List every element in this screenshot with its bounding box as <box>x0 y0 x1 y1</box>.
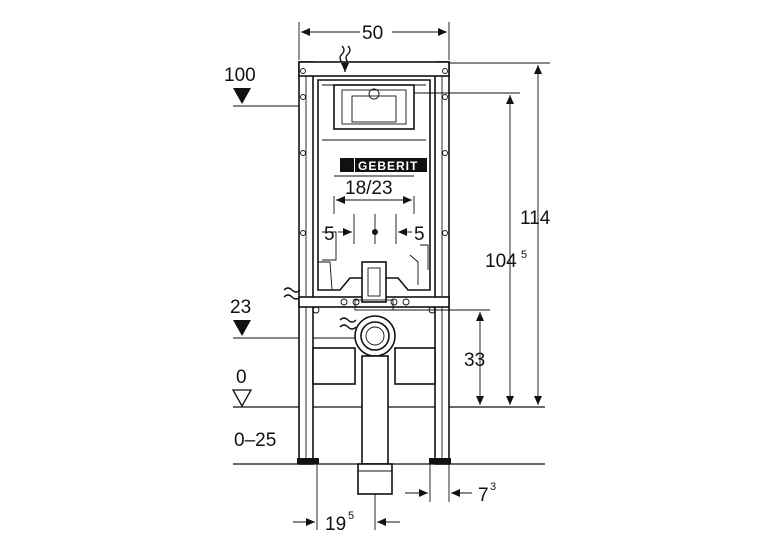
brand-badge <box>340 158 354 172</box>
left-foot <box>297 458 319 464</box>
dim-bottom-width-sup: 5 <box>348 510 354 522</box>
level-upper-label: 100 <box>224 65 256 86</box>
right-foot <box>429 458 451 464</box>
water-supply-side-icon <box>283 287 301 300</box>
water-supply-top-icon <box>339 45 351 72</box>
bottom-supports <box>312 347 436 385</box>
drain-connection <box>354 315 396 495</box>
cistern: GEBERIT <box>317 79 431 291</box>
pipe-wave-icon <box>339 317 357 330</box>
dim-offset-left-label: 5 <box>324 224 335 245</box>
level-floor-label: 0 <box>236 367 247 388</box>
level-upper-marker <box>233 88 251 104</box>
brand-label: GEBERIT <box>358 159 418 173</box>
level-middle-marker <box>233 320 251 336</box>
dim-width-label: 50 <box>362 23 383 44</box>
dim-drain-height-label: 33 <box>464 350 485 371</box>
level-middle-label: 23 <box>230 297 251 318</box>
dim-actuator-width-label: 18/23 <box>345 178 393 199</box>
frame <box>297 61 451 465</box>
level-floor-marker <box>231 389 253 408</box>
floor-range-label: 0–25 <box>234 430 276 451</box>
dim-actuator-height-label: 104 <box>485 251 517 272</box>
dim-total-height-label: 114 <box>520 208 551 229</box>
dim-bottom-width-label: 19 <box>325 514 346 535</box>
dim-drain-offset-label: 7 <box>478 485 489 506</box>
dim-drain-offset-sup: 3 <box>490 481 496 493</box>
dim-offset-right-label: 5 <box>414 224 425 245</box>
dim-actuator-height-sup: 5 <box>521 249 527 261</box>
top-rail <box>298 61 450 77</box>
